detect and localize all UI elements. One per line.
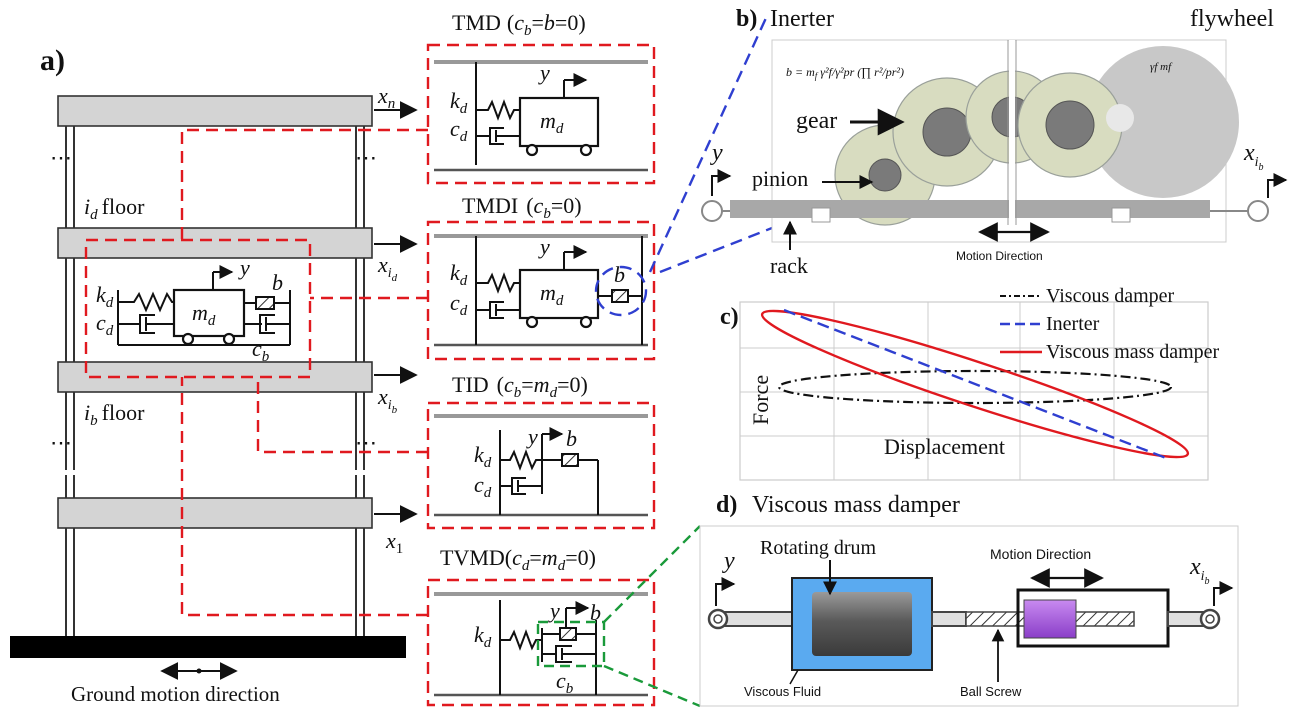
svg-text:b: b bbox=[614, 262, 625, 287]
red-connectors bbox=[180, 128, 428, 617]
wheel-icon bbox=[181, 332, 195, 346]
svg-text:kd: kd bbox=[474, 622, 492, 651]
rack bbox=[730, 200, 1210, 218]
svg-text:kd: kd bbox=[450, 88, 468, 117]
dashpot-icon bbox=[118, 314, 174, 334]
tmd-panel: TMD(cb=b=0) md y kd cd bbox=[426, 10, 656, 185]
panel-b: b) Inerter flywheel b = mf γ²f/γ²pr (∏ r… bbox=[648, 6, 1288, 278]
force-label: Force bbox=[748, 375, 773, 425]
ellipsis-left-mid: ⋯ bbox=[50, 430, 72, 455]
x-label-b: xib bbox=[1243, 140, 1264, 173]
spring-icon bbox=[118, 291, 174, 313]
ground-caption: Ground motion direction bbox=[71, 682, 280, 706]
motion-direction-b: Motion Direction bbox=[956, 249, 1043, 263]
legend-inerter: Inerter bbox=[1046, 313, 1100, 335]
svg-text:md: md bbox=[540, 280, 564, 309]
gear-label: gear bbox=[796, 108, 837, 134]
x1-label: x1 bbox=[385, 528, 403, 557]
xid-label: xid bbox=[377, 252, 398, 284]
formula: b = mf γ²f/γ²pr (∏ r²/pr²) bbox=[786, 65, 904, 81]
svg-text:cd: cd bbox=[450, 290, 468, 319]
vmd-curve bbox=[760, 309, 1190, 459]
tvmd-title: TVMD(cd=md=0) bbox=[440, 545, 596, 574]
svg-text:cd: cd bbox=[474, 472, 492, 501]
xib-label: xib bbox=[377, 384, 398, 416]
viscous-fluid-label: Viscous Fluid bbox=[744, 684, 821, 699]
flywheel-icon bbox=[1087, 46, 1239, 198]
kd-label: kd bbox=[96, 282, 114, 311]
svg-text:cb: cb bbox=[556, 668, 574, 697]
svg-text:md: md bbox=[540, 108, 564, 137]
motion-direction-d: Motion Direction bbox=[990, 546, 1091, 562]
b-label: b bbox=[272, 270, 283, 295]
device-highlight-box bbox=[84, 238, 312, 379]
panel-d-title: Viscous mass damper bbox=[752, 492, 960, 518]
y-label: y bbox=[238, 255, 250, 280]
mass-md bbox=[172, 288, 246, 338]
wheel-icon bbox=[222, 332, 236, 346]
tmdi-title: TMDI(cb=0) bbox=[462, 193, 582, 222]
tid-panel: TID(cb=md=0) b y kd cd bbox=[426, 372, 656, 530]
flywheel-label: flywheel bbox=[1190, 6, 1274, 32]
panel-c-label: c) bbox=[720, 304, 739, 330]
inerter-icon bbox=[255, 296, 275, 310]
svg-text:b: b bbox=[590, 600, 601, 625]
legend-vmd: Viscous mass damper bbox=[1046, 341, 1220, 363]
slab-top bbox=[57, 95, 373, 127]
svg-text:cd: cd bbox=[450, 116, 468, 145]
displacement-label: Displacement bbox=[884, 434, 1005, 459]
y-label-d: y bbox=[722, 548, 735, 574]
ellipsis-left-top: ⋯ bbox=[50, 145, 72, 170]
building-device: md y b cb kd cd bbox=[96, 255, 291, 365]
tid-title: TID(cb=md=0) bbox=[452, 372, 588, 401]
svg-text:b: b bbox=[566, 426, 577, 451]
svg-text:kd: kd bbox=[450, 260, 468, 289]
panel-d-label: d) bbox=[716, 492, 737, 518]
pinion-label: pinion bbox=[752, 166, 808, 191]
rotating-drum-label: Rotating drum bbox=[760, 537, 877, 559]
md-label: md bbox=[192, 300, 216, 329]
slab-1 bbox=[57, 497, 373, 529]
legend-viscous: Viscous damper bbox=[1046, 285, 1175, 307]
svg-text:γf mf: γf mf bbox=[1150, 61, 1173, 73]
svg-text:y: y bbox=[526, 424, 538, 449]
ground-motion-dot bbox=[196, 668, 202, 674]
tmd-title: TMD(cb=b=0) bbox=[452, 10, 586, 39]
panel-b-label: b) bbox=[736, 6, 757, 32]
x-label-d: xib bbox=[1189, 554, 1210, 587]
cd-label: cd bbox=[96, 310, 114, 339]
viscous-damper-curve bbox=[777, 369, 1173, 405]
slab-id bbox=[57, 227, 373, 259]
nut bbox=[1023, 599, 1077, 639]
ellipsis-right-mid: ⋯ bbox=[355, 430, 377, 455]
panel-a-label: a) bbox=[40, 44, 65, 77]
ball-screw-label: Ball Screw bbox=[960, 684, 1022, 699]
ellipsis-right-top: ⋯ bbox=[355, 145, 377, 170]
tmdi-panel: TMDI(cb=0) md y b kd cd bbox=[426, 193, 656, 361]
rack-label: rack bbox=[770, 253, 808, 278]
inerter-curve bbox=[783, 308, 1167, 460]
panel-c: c) Force Displacement Viscous damper Ine… bbox=[720, 285, 1220, 481]
cb-label: cb bbox=[252, 336, 270, 365]
panel-d: d) Viscous mass damper Rotating drum Mot… bbox=[603, 492, 1239, 708]
tvmd-panel: TVMD(cd=md=0) y b kd cb bbox=[426, 545, 656, 707]
panel-b-title: Inerter bbox=[770, 6, 834, 32]
svg-text:y: y bbox=[538, 234, 550, 259]
panel-c-frame bbox=[739, 301, 1209, 481]
y-label-b: y bbox=[710, 140, 723, 166]
rotating-drum bbox=[812, 592, 912, 656]
svg-text:y: y bbox=[548, 598, 560, 623]
xn-label: xn bbox=[377, 83, 395, 112]
ground-icon bbox=[10, 636, 406, 658]
svg-text:y: y bbox=[538, 60, 550, 85]
svg-text:kd: kd bbox=[474, 442, 492, 471]
